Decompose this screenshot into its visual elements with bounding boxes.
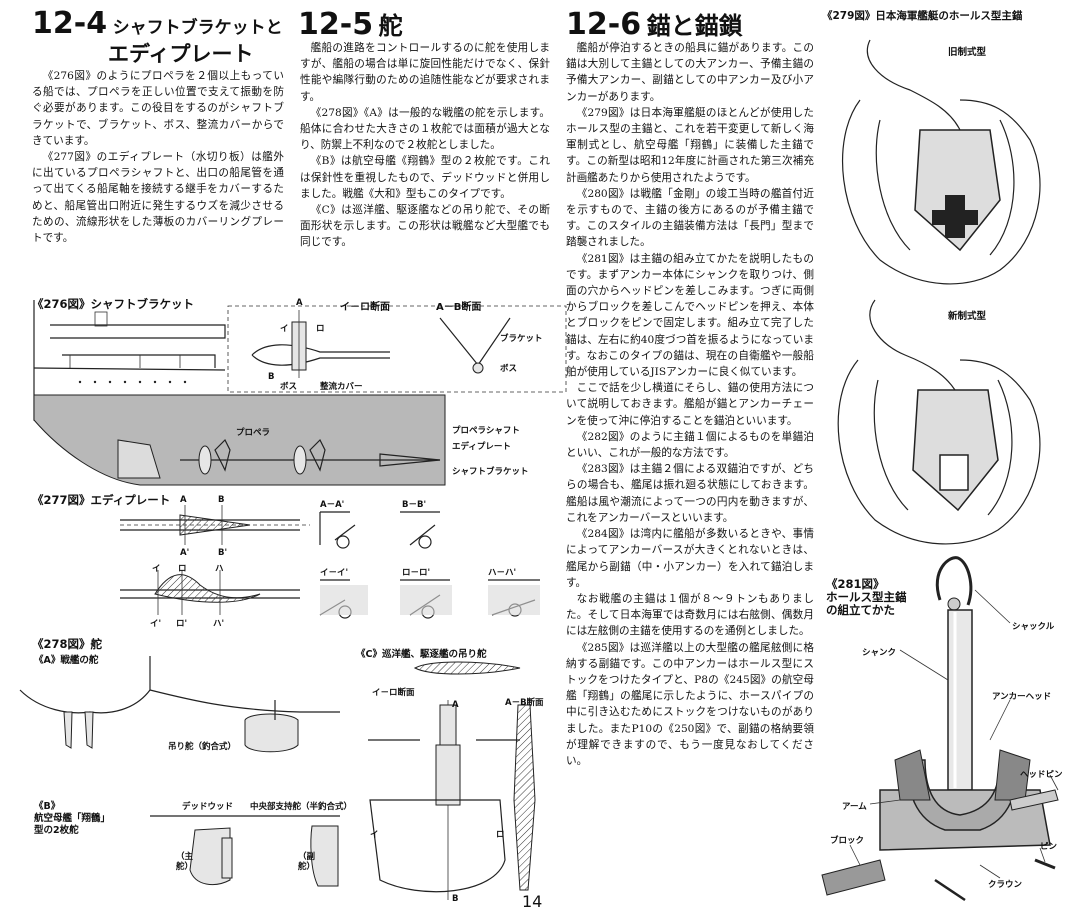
- label-i-prime: イ': [150, 619, 162, 629]
- label-section-i-i: イ－イ': [320, 568, 349, 578]
- figure-276-caption: 《276図》シャフトブラケット: [32, 297, 195, 311]
- paragraph: 《276図》のようにプロペラを２個以上もっている船では、プロペラを正しい位置で支…: [32, 70, 284, 147]
- label-b: B: [452, 894, 459, 904]
- label-b-type: 型の2枚舵: [34, 825, 79, 836]
- label-block: ブロック: [830, 836, 865, 846]
- label-shank: シャンク: [862, 648, 897, 658]
- section-12-6-heading: 12-6 錨と錨鎖: [566, 6, 743, 42]
- label-a-battleship-rudder: 《A》戦艦の舵: [34, 655, 99, 666]
- label-section-i-ro: イ－ロ断面: [340, 302, 390, 313]
- label-boss: ボス: [280, 382, 298, 392]
- label-section-b-b: B－B': [402, 500, 427, 510]
- label-a: A: [452, 700, 459, 710]
- section-title: 錨と錨鎖: [646, 12, 743, 40]
- label-section-a-b: A－B断面: [436, 302, 482, 313]
- label-old-type: 旧制式型: [948, 47, 987, 58]
- paragraph: 《282図》のように主錨１個によるものを単錨泊といい、これが一般的な方法です。: [566, 430, 814, 460]
- label-ro: ロ: [496, 830, 505, 840]
- label-center-supported-rudder: 中央部支持舵（半釣合式）: [250, 802, 353, 812]
- figure-281-caption-1: 《281図》: [826, 577, 885, 591]
- section-number: 12-6: [566, 7, 642, 42]
- label-i: イ: [280, 324, 289, 334]
- paragraph: 《280図》は戦艦「金剛」の竣工当時の艦首付近を示すもので、主錨の後方にあるのが…: [566, 187, 814, 249]
- label-propeller-shaft: プロペラシャフト: [452, 426, 520, 436]
- section-number: 12-4: [32, 6, 108, 41]
- label-b: B: [218, 495, 225, 505]
- page-number: 14: [522, 892, 543, 911]
- paragraph: 《285図》は巡洋艦以上の大型艦の艦尾舷側に格納する副錨です。この中アンカーはホ…: [566, 641, 814, 767]
- label-section-ha-ha: ハ－ハ': [488, 568, 517, 578]
- figure-281-caption-3: の組立てかた: [826, 603, 895, 617]
- label-c-ab-section: A－B断面: [505, 698, 544, 708]
- label-i: イ: [152, 564, 161, 574]
- label-a-prime: A': [180, 548, 190, 558]
- figure-279-caption: 《279図》日本海軍艦艇のホールス型主錨: [822, 10, 1023, 22]
- label-new-type: 新制式型: [948, 311, 987, 322]
- label-section-a-a: A－A': [320, 500, 345, 510]
- section-12-5-body: 艦船の進路をコントロールするのに舵を使用しますが、艦船の場合は単に旋回性能だけで…: [300, 40, 550, 251]
- paragraph: 《278図》《A》は一般的な戦艦の舵を示します。船体に合わせた大きさの１枚舵では…: [300, 106, 550, 152]
- paragraph: 《284図》は湾内に艦船が多数いるときや、事情によってアンカーバースが大きくとれ…: [566, 528, 814, 589]
- section-title: 舵: [378, 12, 403, 40]
- section-title-line1: シャフトブラケットと: [112, 18, 283, 38]
- paragraph: ここで話を少し横道にそらし、錨の使用方法について説明しておきます。艦船が錨とアン…: [566, 382, 814, 427]
- label-bracket: ブラケット: [500, 334, 543, 344]
- label-eddy-plate: エディプレート: [452, 442, 511, 452]
- label-fairing-cover: 整流カバー: [320, 382, 363, 392]
- label-ro: ロ: [178, 564, 187, 574]
- paragraph: 艦船が停泊するときの船具に錨があります。この錨は大別して主錨としての大アンカー、…: [566, 42, 814, 103]
- label-i: イ: [370, 830, 379, 840]
- section-12-4-body: 《276図》のようにプロペラを２個以上もっている船では、プロペラを正しい位置で支…: [32, 68, 284, 246]
- paragraph: 《B》は航空母艦《翔鶴》型の２枚舵です。これは保針性を重視したもので、デッドウッ…: [300, 155, 550, 200]
- label-b: 《B》: [34, 801, 61, 812]
- label-pin: ピン: [1040, 842, 1058, 852]
- section-12-5-heading: 12-5 舵: [298, 6, 403, 42]
- label-main-rudder: （主舵）: [176, 852, 194, 872]
- figure-277-caption: 《277図》エディプレート: [32, 493, 171, 507]
- label-b-carrier: 航空母艦「翔鶴」: [34, 813, 111, 824]
- paragraph: 《C》は巡洋艦、駆逐艦などの吊り舵で、その断面形状を示します。この形状は戦艦など…: [300, 204, 550, 249]
- label-ha-prime: ハ': [213, 619, 225, 629]
- paragraph: 《283図》は主錨２個による双錨泊ですが、どちらの場合も、艦尾は振れ廻る状態にし…: [566, 463, 814, 524]
- label-boss-2: ボス: [500, 364, 518, 374]
- label-ha: ハ: [215, 564, 224, 574]
- paragraph: なお戦艦の主錨は１個が８〜９トンもありました。そして日本海軍では奇数月には右舷側…: [566, 592, 814, 638]
- label-b-prime: B': [218, 548, 228, 558]
- section-12-6-body: 艦船が停泊するときの船具に錨があります。この錨は大別して主錨としての大アンカー、…: [566, 40, 814, 769]
- paragraph: 艦船の進路をコントロールするのに舵を使用しますが、艦船の場合は単に旋回性能だけで…: [300, 42, 550, 103]
- label-sub-rudder: （副舵）: [298, 852, 316, 872]
- label-arm: アーム: [842, 802, 867, 812]
- label-deadwood: デッドウッド: [182, 802, 234, 812]
- label-ro-prime: ロ': [176, 619, 188, 629]
- label-c-cruiser-rudder: 《C》巡洋艦、駆逐艦の吊り舵: [356, 649, 487, 660]
- label-c-section: イ－ロ断面: [372, 688, 415, 698]
- label-a: A: [296, 298, 303, 308]
- label-suspended-rudder: 吊り舵（釣合式）: [168, 742, 237, 752]
- figure-278-caption: 《278図》舵: [32, 637, 103, 651]
- label-head-pin: ヘッドピン: [1020, 770, 1063, 780]
- label-shaft-bracket: シャフトブラケット: [452, 467, 529, 477]
- figure-281-caption-2: ホールス型主錨: [826, 590, 907, 604]
- paragraph: 《277図》のエディプレート（水切り板）は艦外に出ているプロペラシャフトと、出口…: [32, 151, 284, 245]
- label-shackle: シャックル: [1012, 622, 1055, 632]
- paragraph: 《279図》は日本海軍艦艇のほとんどが使用したホールス型の主錨と、これを若干変更…: [566, 106, 814, 184]
- label-propeller: プロペラ: [236, 428, 271, 438]
- label-a: A: [180, 495, 187, 505]
- paragraph: 《281図》は主錨の組み立てかたを説明したものです。まずアンカー本体にシャンクを…: [566, 252, 814, 379]
- section-number: 12-5: [298, 7, 374, 42]
- label-anchor-head: アンカーヘッド: [992, 692, 1052, 702]
- label-ro: ロ: [316, 324, 325, 334]
- section-title-line2: エディプレート: [108, 42, 254, 66]
- label-crown: クラウン: [988, 880, 1023, 890]
- label-section-ro-ro: ロ－ロ': [402, 568, 431, 578]
- section-12-4-heading: 12-4 シャフトブラケットと: [32, 6, 283, 41]
- label-b: B: [268, 372, 275, 382]
